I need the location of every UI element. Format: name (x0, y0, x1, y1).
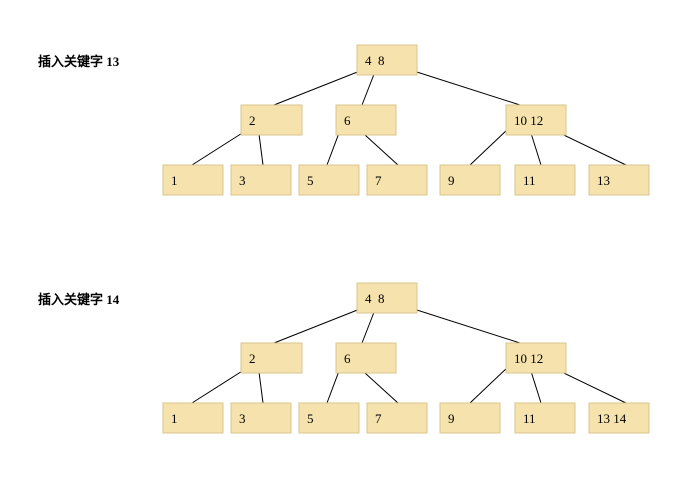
leaf-node-1: 1 (162, 164, 224, 196)
leaf-node-2-label: 3 (239, 411, 246, 426)
child-edge-1 (191, 129, 248, 166)
leaf-node-2-box (230, 402, 292, 434)
child-edge-6 (529, 129, 542, 166)
child-edge-2 (258, 133, 264, 166)
internal-node-1-box (240, 104, 303, 136)
leaf-node-6-box (514, 402, 576, 434)
leaf-node-2: 3 (230, 402, 292, 434)
root-node-box (356, 44, 418, 76)
leaf-node-4-box (366, 164, 428, 196)
leaf-node-5-box (439, 402, 501, 434)
internal-node-3-label: 10 12 (514, 351, 543, 366)
internal-node-2-label: 6 (344, 113, 351, 128)
leaf-node-5-label: 9 (448, 173, 455, 188)
leaf-node-5-box (439, 164, 501, 196)
internal-node-2-box (335, 104, 397, 136)
root-node-label: 4 8 (365, 53, 385, 68)
internal-node-1: 2 (240, 104, 303, 136)
child-edge-1 (191, 367, 248, 404)
internal-node-3-label: 10 12 (514, 113, 543, 128)
leaf-node-3-box (298, 402, 360, 434)
leaf-node-3-label: 5 (307, 173, 314, 188)
internal-node-3: 10 12 (505, 342, 567, 374)
internal-node-1-label: 2 (249, 113, 256, 128)
leaf-node-4-box (366, 402, 428, 434)
leaf-node-7-label: 13 14 (597, 411, 627, 426)
internal-node-3-box (505, 104, 567, 136)
child-edge-5 (469, 365, 510, 404)
internal-node-3: 10 12 (505, 104, 567, 136)
leaf-node-6-box (514, 164, 576, 196)
leaf-node-7-box (588, 402, 650, 434)
internal-node-1-box (240, 342, 303, 374)
leaf-node-3: 5 (298, 402, 360, 434)
diagram-caption: 插入关键字 14 (38, 292, 120, 307)
leaf-node-5: 9 (439, 164, 501, 196)
leaf-node-7-label: 13 (597, 173, 610, 188)
internal-node-2: 6 (335, 342, 397, 374)
internal-node-2: 6 (335, 104, 397, 136)
leaf-node-3: 5 (298, 164, 360, 196)
leaf-node-5-label: 9 (448, 411, 455, 426)
leaf-node-6: 11 (514, 164, 576, 196)
leaf-node-4-label: 7 (375, 173, 382, 188)
internal-node-1-label: 2 (249, 351, 256, 366)
internal-node-2-label: 6 (344, 351, 351, 366)
internal-node-2-box (335, 342, 397, 374)
child-edge-2 (258, 371, 264, 404)
leaf-node-3-box (298, 164, 360, 196)
leaf-node-1: 1 (162, 402, 224, 434)
leaf-node-1-label: 1 (171, 411, 178, 426)
leaf-node-4: 7 (366, 402, 428, 434)
root-node-box (356, 282, 418, 314)
leaf-node-5: 9 (439, 402, 501, 434)
leaf-node-4: 7 (366, 164, 428, 196)
root-edge-1 (273, 306, 366, 344)
root-node: 4 8 (356, 282, 418, 314)
internal-node-1: 2 (240, 342, 303, 374)
leaf-node-2: 3 (230, 164, 292, 196)
diagram-caption: 插入关键字 13 (38, 54, 120, 69)
leaf-node-1-label: 1 (171, 173, 178, 188)
leaf-node-7: 13 (588, 164, 650, 196)
child-edge-5 (469, 127, 510, 166)
root-node-label: 4 8 (365, 291, 385, 306)
btree-diagram-2: 插入关键字 14 4 8 2 6 10 12 1 3 5 7 9 11 13 14 (38, 282, 650, 434)
leaf-node-7: 13 14 (588, 402, 650, 434)
leaf-node-3-label: 5 (307, 411, 314, 426)
leaf-node-2-label: 3 (239, 173, 246, 188)
leaf-node-4-label: 7 (375, 411, 382, 426)
leaf-node-6-label: 11 (523, 173, 536, 188)
root-edge-1 (273, 68, 366, 106)
leaf-node-6: 11 (514, 402, 576, 434)
leaf-node-1-box (162, 402, 224, 434)
leaf-node-2-box (230, 164, 292, 196)
leaf-node-1-box (162, 164, 224, 196)
internal-node-3-box (505, 342, 567, 374)
leaf-node-6-label: 11 (523, 411, 536, 426)
leaf-node-7-box (588, 164, 650, 196)
root-node: 4 8 (356, 44, 418, 76)
child-edge-6 (529, 367, 542, 404)
